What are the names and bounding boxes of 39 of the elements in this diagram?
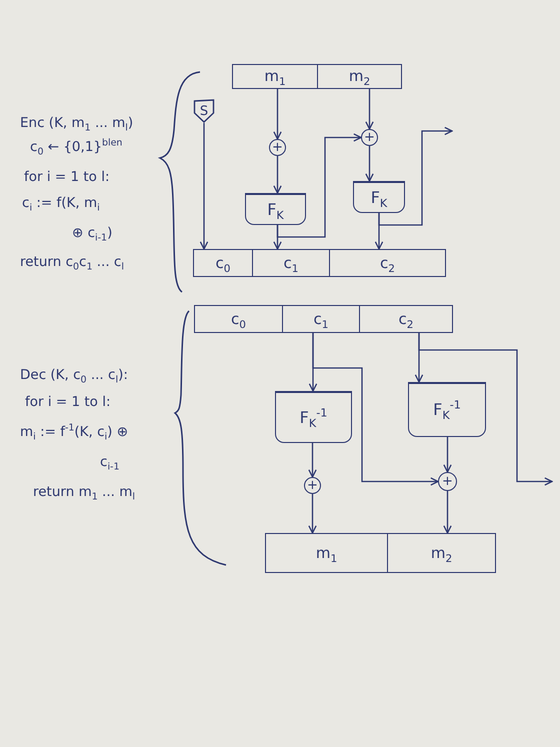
- arrow: [308, 494, 317, 534]
- pentagon-node: S: [193, 99, 215, 123]
- arrow: [200, 123, 208, 250]
- xor-circle: +: [438, 472, 457, 491]
- ciphertext-block: c$_{2}$: [360, 305, 453, 333]
- pseudocode-line: Enc (K, m$_{1}$ ... m$_{l}$): [20, 114, 134, 136]
- pseudocode-line: m$_{i}$ := f$^{-1}$(K, c$_{i}$) ⊕ c$_{i-1}$: [20, 422, 128, 475]
- xor-circle: +: [304, 477, 321, 494]
- pseudocode-line: Dec (K, c$_{0}$ ... c$_{l}$):: [20, 366, 128, 388]
- arrow: [276, 133, 362, 238]
- message-block: m$_{1}$: [265, 533, 388, 573]
- pseudocode-line: return m$_{1}$ ... m$_{l}$: [33, 483, 135, 505]
- xor-circle: +: [269, 139, 286, 156]
- ciphertext-block: c$_{0}$: [194, 305, 283, 333]
- ciphertext-block: c$_{0}$: [193, 249, 253, 277]
- arrow: [365, 89, 374, 130]
- ciphertext-block: c$_{1}$: [253, 249, 330, 277]
- message-block: m$_{2}$: [318, 64, 402, 89]
- arrow: [365, 146, 374, 182]
- ciphertext-block: c$_{2}$: [330, 249, 446, 277]
- cipher-box: F$_{K}$: [353, 181, 405, 213]
- pseudocode-line: c$_{i}$ := f(K, m$_{i}$ ⊕ c$_{i-1}$): [22, 194, 112, 246]
- message-block: m$_{1}$: [232, 64, 318, 89]
- arrow: [273, 156, 282, 194]
- arrow: [273, 89, 282, 140]
- ciphertext-block: c$_{1}$: [283, 305, 360, 333]
- cipher-box: F$_{K}$: [245, 193, 306, 225]
- arrow: [308, 443, 317, 478]
- message-block: m$_{2}$: [388, 533, 496, 573]
- arrow: [312, 333, 439, 486]
- xor-circle: +: [361, 129, 378, 146]
- pseudocode-line: for i = 1 to l:: [25, 393, 111, 412]
- pseudocode-line: c$_{0}$ ← {0,1}$^{blen}$: [30, 136, 122, 160]
- arrow: [443, 491, 452, 534]
- pseudocode-line: return c$_{0}$c$_{1}$ ... c$_{l}$: [20, 253, 124, 275]
- arrow: [443, 437, 452, 473]
- arrow: [418, 333, 553, 486]
- arrow: [378, 126, 453, 226]
- pseudocode-line: for i = 1 to l:: [24, 168, 110, 187]
